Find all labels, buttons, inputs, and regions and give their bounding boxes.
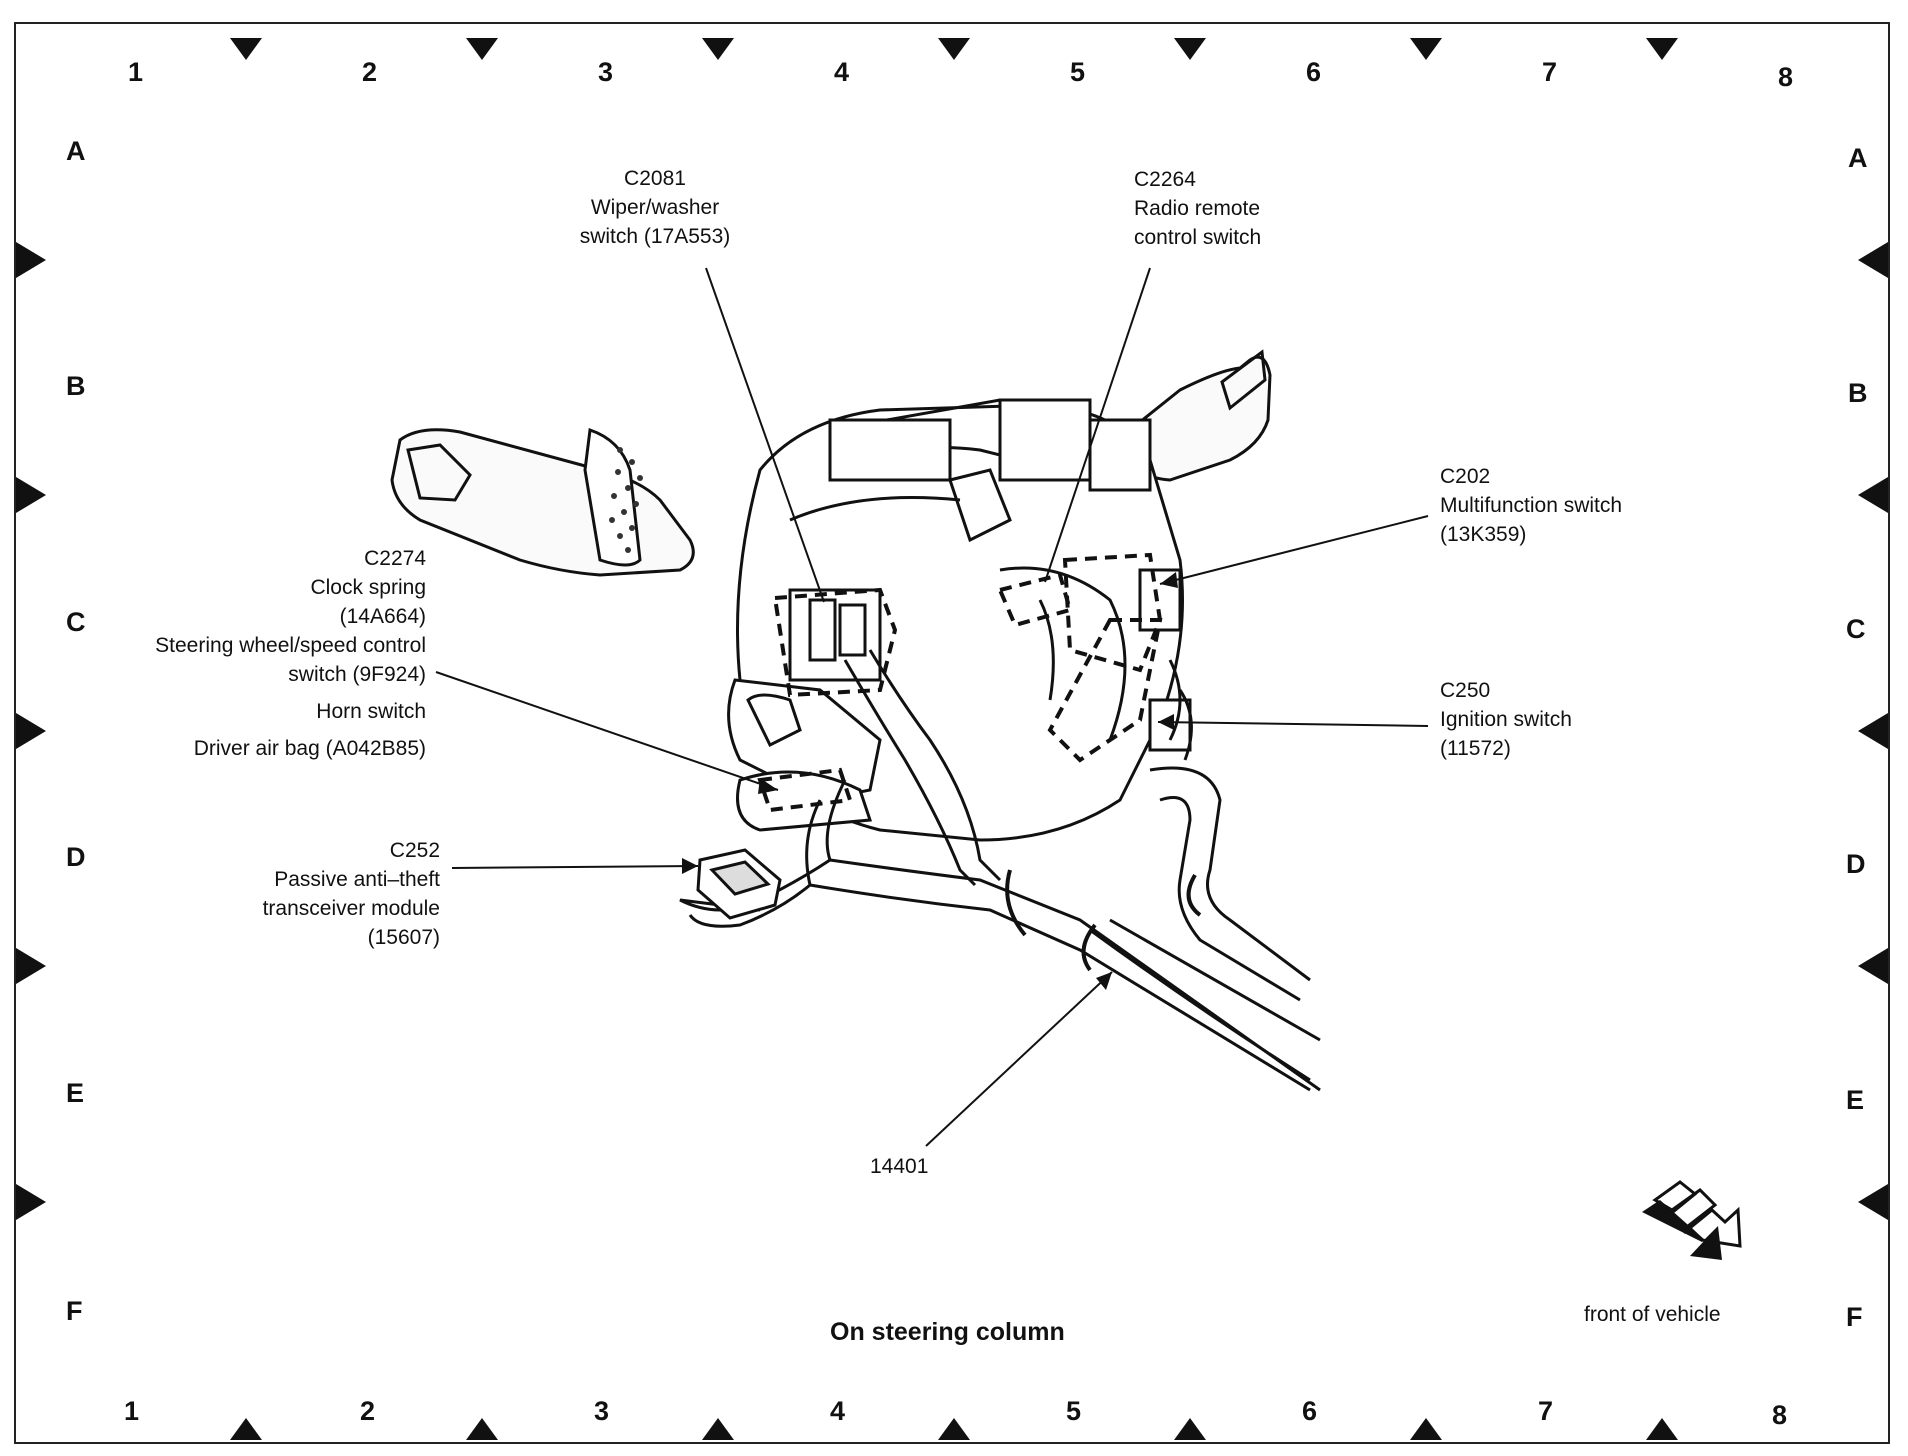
connector-id: C202 — [1440, 465, 1491, 488]
component-name-3: Horn switch — [316, 700, 426, 723]
grid-col-3-bottom: 3 — [594, 1396, 610, 1426]
connector-id: C2264 — [1134, 168, 1196, 191]
component-name: Clock spring — [310, 576, 426, 599]
front-of-vehicle-arrow — [1642, 1180, 1742, 1260]
grid-col-6-top: 6 — [1306, 57, 1322, 87]
grid-col-5-top: 5 — [1070, 57, 1086, 87]
component-name-2: Steering wheel/speed control — [155, 634, 426, 657]
wiring-harness — [679, 649, 1321, 1092]
grid-col-7-top: 7 — [1542, 57, 1558, 87]
grid-markers — [16, 38, 1888, 1440]
connector-id: C2274 — [364, 547, 426, 570]
grid-row-d-right: D — [1846, 849, 1866, 879]
grid-col-2-bottom: 2 — [360, 1396, 376, 1426]
component-name: Passive anti–theft — [274, 868, 440, 891]
component-name-4: Driver air bag (A042B85) — [193, 737, 426, 760]
component-part: switch (17A553) — [579, 225, 731, 248]
grid-col-4-bottom: 4 — [830, 1396, 846, 1426]
connector-id: C252 — [389, 839, 440, 862]
grid-row-c-right: C — [1846, 614, 1866, 644]
component-part: (15607) — [367, 926, 440, 949]
grid-row-d-left: D — [66, 842, 86, 872]
harness-id: 14401 — [870, 1155, 929, 1178]
grid-row-e-left: E — [66, 1078, 85, 1108]
component-name: Ignition switch — [1440, 708, 1572, 731]
grid-row-f-left: F — [66, 1296, 83, 1326]
component-name-2: transceiver module — [262, 897, 440, 920]
connector-id: C2081 — [624, 167, 686, 190]
component-name: Radio remote — [1134, 197, 1261, 220]
grid-row-f-right: F — [1846, 1302, 1863, 1332]
component-part-2: switch (9F924) — [288, 663, 426, 686]
callout-c250: C250 Ignition switch (11572) — [1440, 676, 1640, 763]
connector-outlines — [757, 552, 1163, 813]
diagram-caption: On steering column — [830, 1318, 1065, 1346]
grid-row-b-right: B — [1848, 378, 1868, 408]
leader-lines — [435, 267, 1429, 1147]
grid-col-4-top: 4 — [834, 57, 850, 87]
callout-c2274: C2274 Clock spring (14A664) Steering whe… — [120, 544, 426, 763]
connector-id: C250 — [1440, 679, 1491, 702]
diagram-frame — [14, 22, 1890, 1444]
grid-row-a-right: A — [1848, 143, 1868, 173]
component-part: (13K359) — [1440, 523, 1527, 546]
component-part: (14A664) — [339, 605, 426, 628]
callout-harness-14401: 14401 — [870, 1152, 928, 1181]
component-part: (11572) — [1440, 737, 1511, 760]
grid-col-6-bottom: 6 — [1302, 1396, 1318, 1426]
arrowheads — [682, 572, 1178, 990]
component-name: Multifunction switch — [1440, 494, 1623, 517]
grid-col-3-top: 3 — [598, 57, 614, 87]
grid-col-1-top: 1 — [128, 57, 144, 87]
grid-col-5-bottom: 5 — [1066, 1396, 1082, 1426]
grid-row-c-left: C — [66, 607, 86, 637]
grid-col-7-bottom: 7 — [1538, 1396, 1554, 1426]
grid-row-a-left: A — [66, 136, 86, 166]
component-part: control switch — [1134, 226, 1262, 249]
grid-col-8-bottom: 8 — [1772, 1400, 1788, 1430]
grid-row-e-right: E — [1846, 1085, 1865, 1115]
pats-module — [696, 848, 782, 920]
front-of-vehicle-label: front of vehicle — [1584, 1303, 1721, 1326]
grid-col-2-top: 2 — [362, 57, 378, 87]
component-name: Wiper/washer — [590, 196, 720, 219]
callout-c252: C252 Passive anti–theft transceiver modu… — [200, 836, 440, 952]
callout-c2264: C2264 Radio remote control switch — [1134, 165, 1314, 252]
callout-c202: C202 Multifunction switch (13K359) — [1440, 462, 1670, 549]
grid-row-b-left: B — [66, 371, 86, 401]
callout-c2081: C2081 Wiper/washer switch (17A553) — [550, 164, 760, 251]
steering-column-assembly — [390, 349, 1272, 842]
grid-col-1-bottom: 1 — [124, 1396, 140, 1426]
grid-col-8-top: 8 — [1778, 62, 1794, 92]
